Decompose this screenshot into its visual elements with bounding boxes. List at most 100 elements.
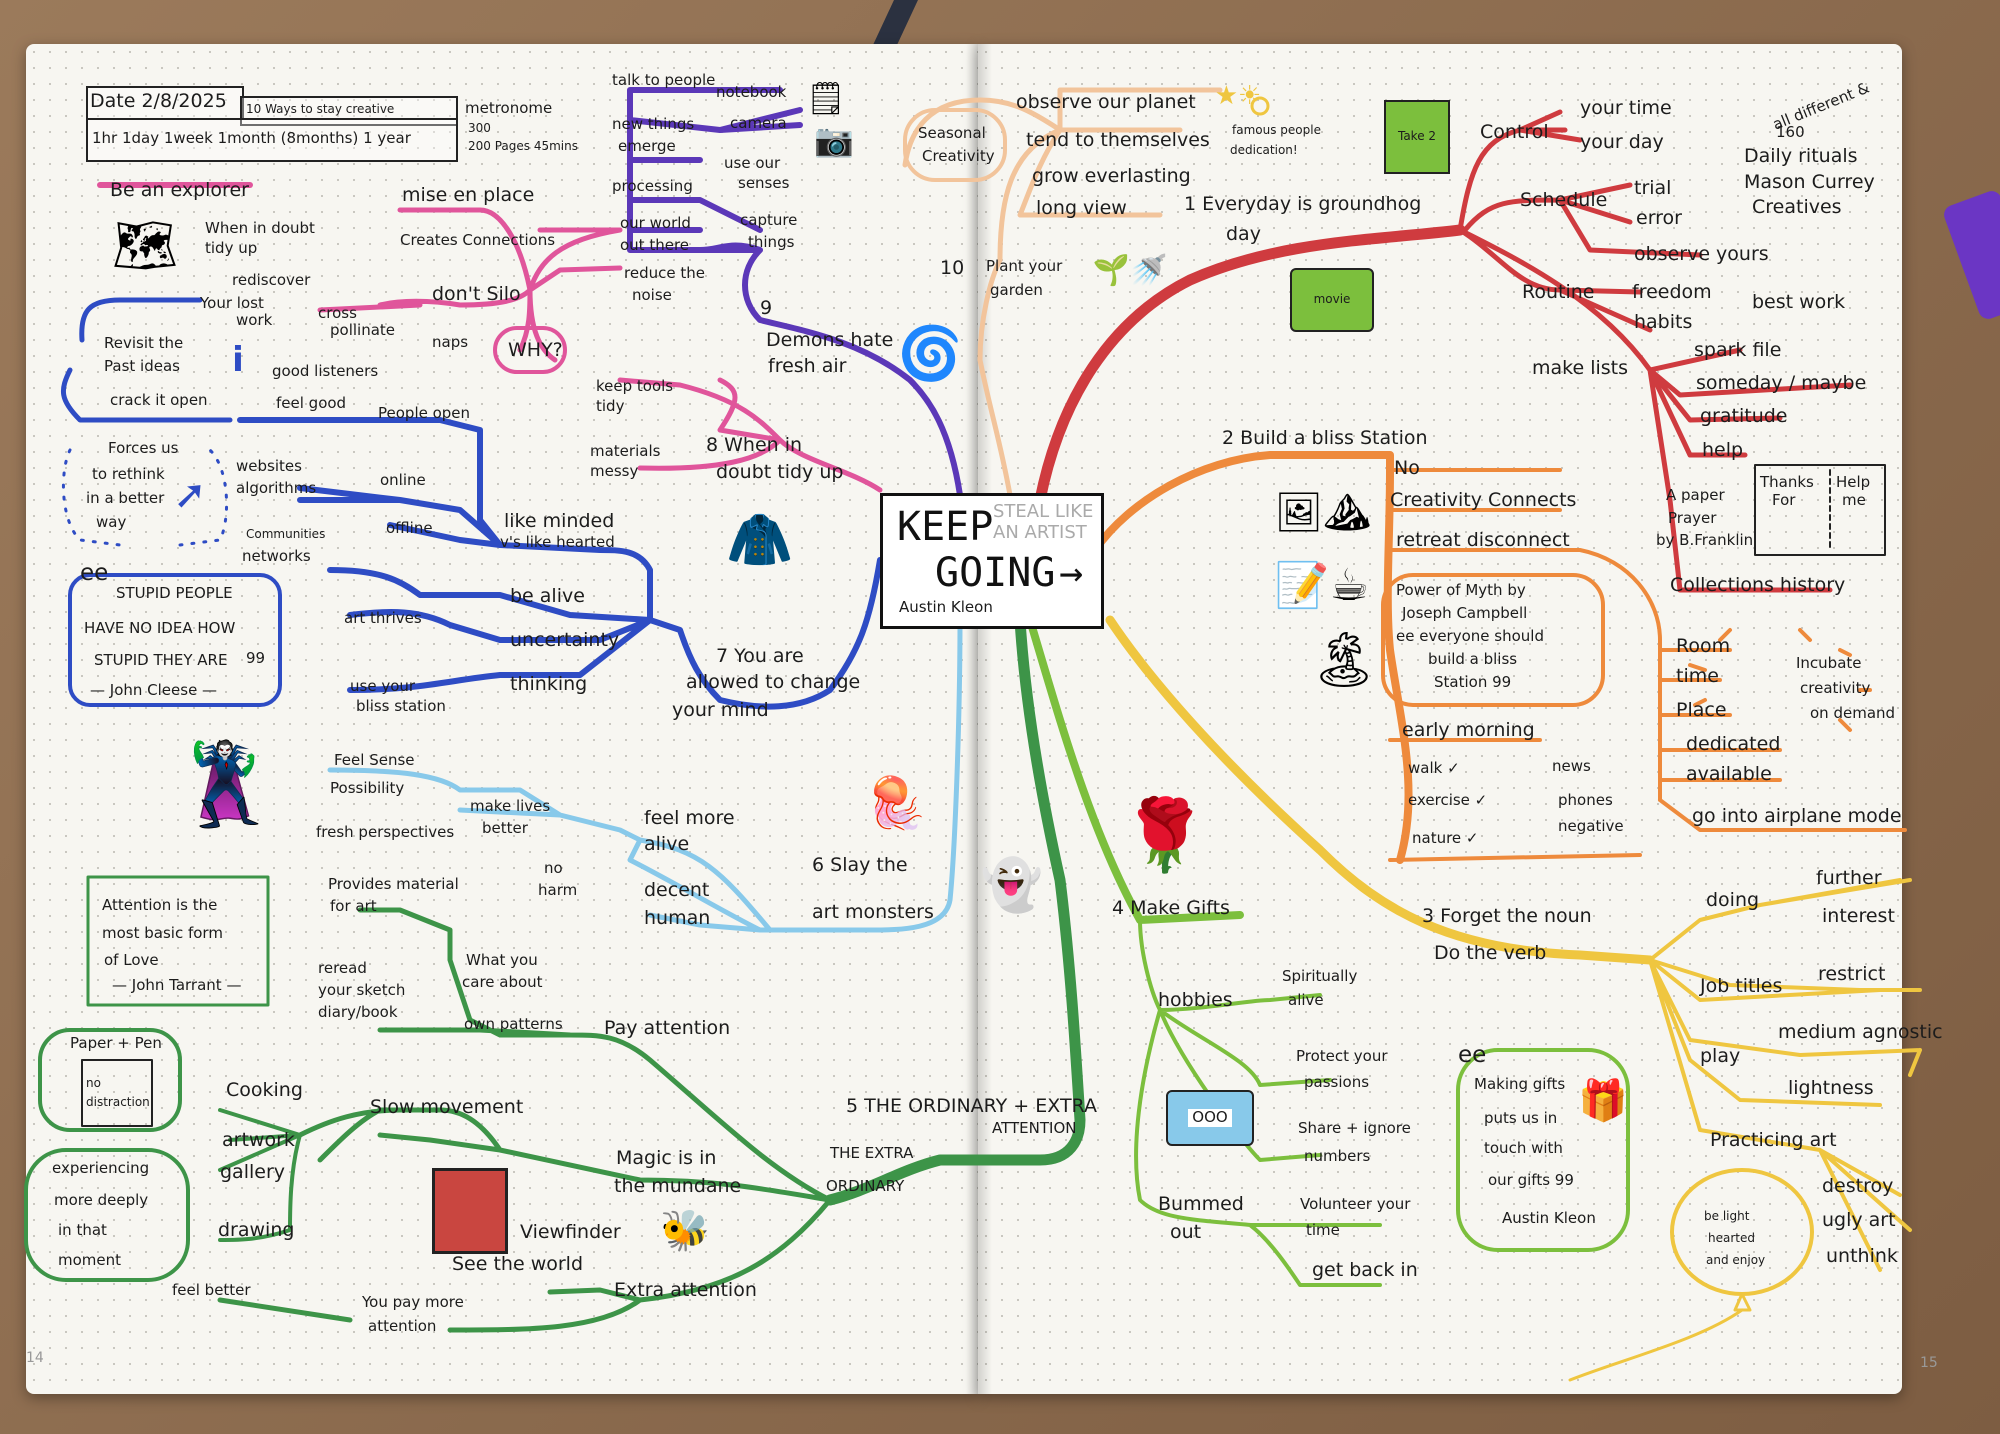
- label-good-listeners: good listeners: [272, 362, 379, 380]
- label-dedicated: dedicated: [1686, 733, 1781, 755]
- label-play: play: [1700, 1045, 1741, 1067]
- label-take-2: Take 2: [1397, 129, 1437, 144]
- label-slow-movement: Slow movement: [370, 1096, 524, 1118]
- label-walk: walk ✓: [1408, 759, 1460, 777]
- label-and-enjoy: and enjoy: [1706, 1253, 1766, 1267]
- label-numbers: numbers: [1304, 1147, 1371, 1165]
- label-our-world: our world: [620, 214, 691, 232]
- viewfinder-book-icon: [432, 1168, 508, 1254]
- label-help: help: [1702, 439, 1744, 461]
- label-airplane-mode: go into airplane mode: [1692, 805, 1902, 827]
- label-tend-to-themselves: tend to themselves: [1026, 129, 1210, 151]
- label-hobbies: hobbies: [1158, 989, 1233, 1011]
- label-no-distraction-1: no: [86, 1076, 101, 1090]
- label-spiritually: Spiritually: [1282, 967, 1358, 985]
- subtitle-box: [240, 96, 458, 126]
- label-no: no: [544, 859, 563, 877]
- label-myth-line3: ee everyone should: [1396, 627, 1544, 645]
- label-ugly-art: ugly art: [1822, 1209, 1896, 1231]
- quote-open-gifts: ee: [1458, 1042, 1487, 1068]
- label-websites: websites: [236, 457, 302, 475]
- label-routine: Routine: [1522, 281, 1595, 303]
- label-uncertainty: uncertainty: [510, 629, 620, 651]
- label-possibility: Possibility: [330, 779, 405, 797]
- label-algorithms: algorithms: [236, 479, 317, 497]
- label-gratitude: gratitude: [1700, 405, 1788, 427]
- label-like-hearted: v's like hearted: [500, 533, 615, 551]
- label-volunteer-your: Volunteer your: [1300, 1195, 1411, 1213]
- label-bummed: Bummed: [1158, 1193, 1244, 1215]
- movie-camera-icon: movie: [1290, 268, 1374, 332]
- label-share-ignore: Share + ignore: [1298, 1119, 1411, 1137]
- label-creates-connections: Creates Connections: [400, 231, 556, 249]
- experiencing-bubble: [24, 1148, 190, 1282]
- label-gallery: gallery: [220, 1161, 286, 1183]
- label-creatives: Creatives: [1752, 196, 1842, 218]
- quote-cleese-line2: HAVE NO IDEA HOW: [84, 619, 236, 637]
- label-senses: senses: [738, 174, 790, 192]
- branch-light-blue: [327, 617, 963, 933]
- label-own-patterns: own patterns: [464, 1015, 563, 1033]
- label-work: work: [236, 311, 273, 329]
- ghost-book-title: STEAL LIKE AN ARTIST: [993, 501, 1094, 543]
- label-spark-file: spark file: [1694, 339, 1782, 361]
- paper-pen-bubble: [38, 1028, 182, 1132]
- label-seasonal: Seasonal: [918, 124, 986, 142]
- seasonal-bubble: [903, 108, 1007, 182]
- label-dont-silo: don't Silo: [432, 283, 521, 305]
- ghost-icon: 👻: [980, 855, 1044, 914]
- label-spiritually-alive: alive: [1288, 991, 1324, 1009]
- quote-attention-author: — John Tarrant —: [112, 976, 242, 994]
- label-naps: naps: [432, 333, 469, 351]
- header-bpm: 300: [468, 121, 491, 135]
- branch-5-title-line2: ATTENTION: [992, 1119, 1077, 1137]
- label-use-your: use your: [350, 677, 416, 695]
- fan-icon: 🌀: [897, 323, 963, 384]
- header-metronome: metronome: [465, 99, 553, 117]
- label-diary-book: diary/book: [318, 1003, 398, 1021]
- label-communities: Communities: [246, 527, 326, 541]
- label-prayer: Prayer: [1668, 509, 1717, 527]
- bee-icon: 🐝: [660, 1207, 710, 1254]
- label-decent: decent: [644, 879, 710, 901]
- label-attention: attention: [368, 1317, 437, 1335]
- label-a-paper: A paper: [1666, 486, 1725, 504]
- branch-7-title-line3: your mind: [672, 699, 769, 721]
- label-puts-us-in: puts us in: [1484, 1109, 1558, 1127]
- label-news: news: [1552, 757, 1591, 775]
- label-movie: movie: [1313, 292, 1351, 307]
- quote-attention-line3: of Love: [104, 951, 159, 969]
- label-ordinary: ORDINARY: [826, 1177, 905, 1195]
- label-artwork: artwork: [222, 1129, 295, 1151]
- label-creativity-connects: Creativity Connects: [1390, 489, 1577, 511]
- label-to-rethink: to rethink: [92, 465, 165, 483]
- label-more-deeply: more deeply: [54, 1191, 149, 1209]
- picture-icon: 🖼⛰: [1274, 489, 1372, 534]
- branch-1-title-line1: 1 Everyday is groundhog: [1184, 193, 1422, 215]
- label-emerge: emerge: [618, 137, 676, 155]
- label-tidy: tidy: [596, 397, 625, 415]
- label-cooking: Cooking: [226, 1079, 303, 1101]
- label-processing: processing: [612, 177, 693, 195]
- label-our-gifts: our gifts 99: [1488, 1171, 1574, 1189]
- label-mason-currey: Mason Currey: [1744, 171, 1875, 193]
- label-volunteer-time: time: [1306, 1221, 1340, 1239]
- branch-dark-green: [824, 614, 1086, 1206]
- label-experiencing: experiencing: [52, 1159, 150, 1177]
- label-early-morning: early morning: [1402, 719, 1535, 741]
- label-new-things: new things: [612, 115, 695, 133]
- sun-star-icon: ★☀: [1214, 81, 1262, 111]
- label-observe-our-planet: observe our planet: [1016, 91, 1196, 113]
- label-your-sketch: your sketch: [318, 981, 406, 999]
- central-node-keep-going: STEAL LIKE AN ARTIST KEEP GOING → Austin…: [880, 493, 1104, 629]
- label-revisit-the: Revisit the: [104, 334, 184, 352]
- camera-icon: 📷: [814, 121, 854, 159]
- label-messy: messy: [590, 462, 639, 480]
- branch-9-title-line1: Demons hate: [766, 329, 894, 351]
- page-number-right: 15: [1920, 1355, 1938, 1371]
- branch-7-title-line1: 7 You are: [716, 645, 804, 667]
- label-see-the-world: See the world: [452, 1253, 584, 1275]
- label-better: better: [482, 819, 528, 837]
- branch-orange: [1091, 451, 1413, 864]
- label-feel-good: feel good: [276, 394, 347, 412]
